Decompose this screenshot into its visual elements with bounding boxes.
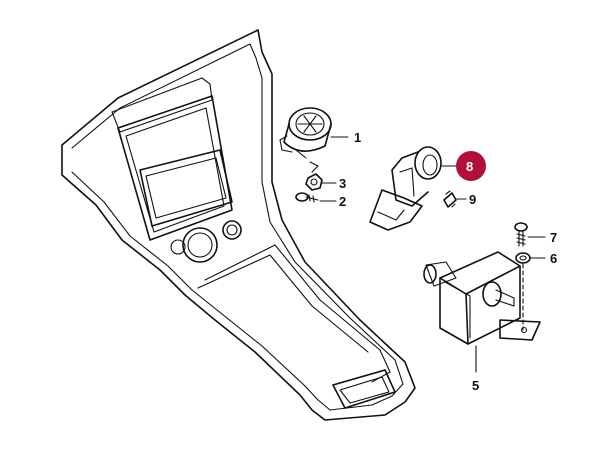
callout-9-label: 9 [469, 192, 476, 207]
callout-5-label: 5 [472, 378, 479, 393]
part-7-screw [514, 222, 546, 247]
callout-1-label: 1 [354, 130, 361, 145]
callout-3-label: 3 [339, 176, 346, 191]
callout-2: 2 [339, 194, 346, 209]
callout-5: 5 [472, 378, 479, 393]
callout-6-label: 6 [550, 251, 557, 266]
callout-1: 1 [354, 130, 361, 145]
callout-8-highlight-circle [456, 151, 486, 181]
callout-6: 6 [550, 251, 557, 266]
callout-3: 3 [339, 176, 346, 191]
part-6-washer [515, 252, 546, 331]
callout-9: 9 [469, 192, 476, 207]
part-8-switch-assembly [369, 146, 457, 231]
callout-7: 7 [550, 230, 557, 245]
callout-8-label: 8 [466, 159, 473, 174]
callout-2-label: 2 [339, 194, 346, 209]
center-console [61, 29, 416, 421]
callout-7-label: 7 [550, 230, 557, 245]
part-2-screw [295, 192, 337, 203]
part-1-round-switch [279, 107, 349, 159]
part-9-clip [443, 190, 467, 208]
callout-8: 8 [456, 151, 486, 181]
part-5-control-unit [423, 251, 541, 373]
part-3-nut [305, 161, 337, 191]
